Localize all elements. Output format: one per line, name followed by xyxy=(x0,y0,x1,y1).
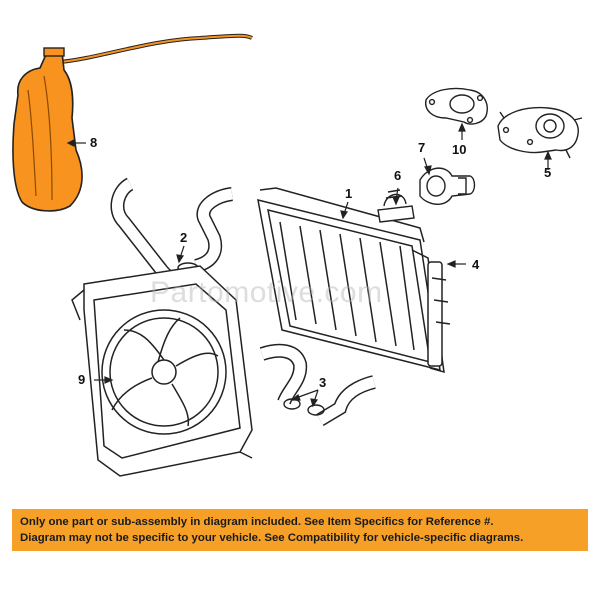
callout-3: 3 xyxy=(319,375,327,390)
coolant-reservoir-part-8 xyxy=(12,33,253,212)
disclaimer-line-2: Diagram may not be specific to your vehi… xyxy=(20,532,524,544)
callout-2: 2 xyxy=(180,230,188,245)
callout-8: 8 xyxy=(90,135,98,150)
callout-9: 9 xyxy=(78,372,86,387)
thermostat-housing-part-7 xyxy=(419,167,476,205)
cooling-fan-shroud-part-9 xyxy=(71,265,253,477)
radiator-hose-part-3 xyxy=(259,343,376,427)
watermark: Partomotive.com xyxy=(150,276,383,309)
water-pump-part-5 xyxy=(497,106,583,159)
callout-7: 7 xyxy=(418,140,426,155)
callout-4: 4 xyxy=(472,257,480,272)
leader-lines xyxy=(66,122,552,408)
disclaimer-banner: Only one part or sub-assembly in diagram… xyxy=(12,509,588,551)
callout-1: 1 xyxy=(345,186,353,201)
radiator-part-1 xyxy=(257,187,451,374)
water-pump-gasket-part-10 xyxy=(425,87,488,125)
callout-5: 5 xyxy=(544,165,552,180)
callout-6: 6 xyxy=(394,168,402,183)
callout-10: 10 xyxy=(452,142,467,157)
disclaimer-line-1: Only one part or sub-assembly in diagram… xyxy=(20,516,494,528)
thermostat-part-6 xyxy=(377,189,415,223)
